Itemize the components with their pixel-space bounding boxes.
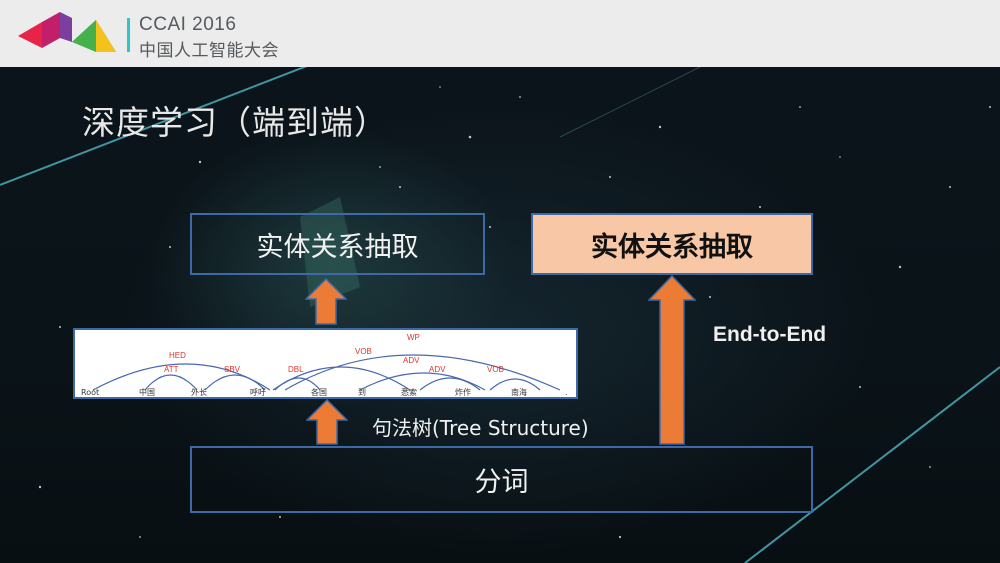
long-arrow-up-icon [648,275,696,445]
relation-extraction-box-e2e: 实体关系抽取 [531,213,813,275]
header-bar: CCAI 2016 中国人工智能大会 [0,0,1000,67]
brand-divider [127,18,130,52]
tree-arc [204,374,266,391]
tree-arc [359,372,486,391]
tree-word: 到 [358,388,366,397]
brand-name-cn: 中国人工智能大会 [139,41,279,61]
tree-word: . [565,388,568,397]
tree-word: 呼吁 [250,387,266,397]
tree-arc [489,378,541,391]
tree-arc [419,377,481,391]
arc-label: VOB [487,365,504,374]
slide-canvas: 深度学习（端到端） 实体关系抽取 实体关系抽取 分词 WP [0,67,1000,563]
arc-label: DBL [288,365,304,374]
dependency-tree-panel: WP HED ATT SBV VOB DBL ADV ADV VOB Root … [73,328,578,399]
tree-structure-label: 句法树(Tree Structure) [372,416,589,440]
word-segmentation-box: 分词 [190,446,813,513]
tree-word: 中国 [139,387,155,397]
tree-word: 外长 [191,387,207,397]
arc-label: ATT [164,365,179,374]
arc-label: SBV [224,365,241,374]
tree-arc [274,377,321,391]
slide-title: 深度学习（端到端） [82,103,388,142]
background-decoration [0,67,1000,563]
ccai-logo-icon [18,12,116,52]
arc-label: ADV [429,365,446,374]
tree-word: Root [81,388,99,397]
brand-name-en: CCAI 2016 [139,14,237,35]
relation-extraction-box-pipeline: 实体关系抽取 [190,213,485,275]
arc-label: VOB [355,347,372,356]
arc-label: HED [169,351,186,360]
tree-word: 炸作 [455,387,471,397]
tree-word: 各国 [311,387,327,397]
tree-arc [144,374,198,391]
arrow-up-icon [306,399,348,445]
arc-label: ADV [403,356,420,365]
tree-word: 悉索 [401,387,417,397]
arc-label: WP [407,333,420,342]
tree-word: 南海 [511,387,527,397]
end-to-end-label: End-to-End [713,323,827,346]
arrow-up-icon [305,278,347,325]
tree-arc [284,354,561,391]
